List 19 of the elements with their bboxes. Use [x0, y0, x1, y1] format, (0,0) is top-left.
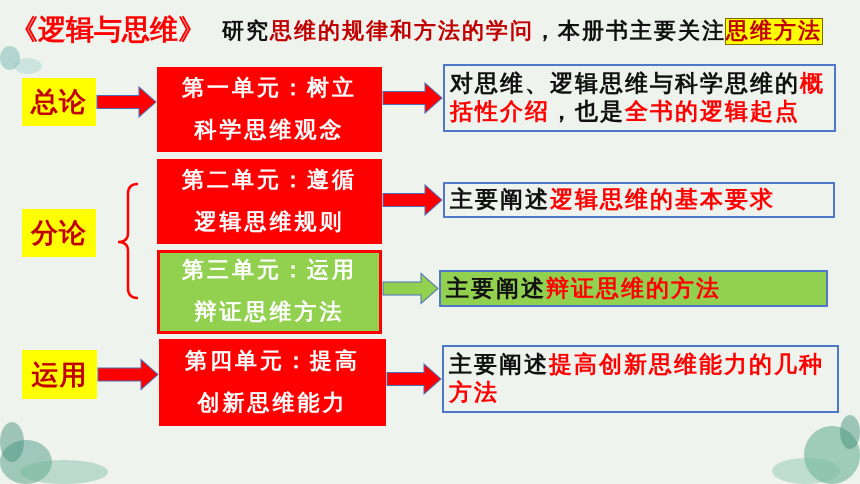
description-box: 对思维、逻辑思维与科学思维的概括性介绍，也是全书的逻辑起点: [443, 64, 836, 132]
block-arrow: [96, 86, 157, 118]
description-box: 主要阐述提高创新思维能力的几种方法: [442, 345, 839, 413]
block-arrow: [386, 362, 442, 396]
description-box: 主要阐述逻辑思维的基本要求: [443, 182, 835, 218]
unit-box: 第三单元：运用辩证思维方法: [157, 250, 382, 334]
block-arrow: [382, 184, 443, 216]
label-box: 分论: [22, 209, 96, 257]
unit-box: 第四单元：提高创新思维能力: [159, 339, 386, 426]
title: 《逻辑与思维》: [10, 13, 206, 47]
description-box: 主要阐述辩证思维的方法: [439, 270, 828, 307]
block-arrow: [382, 82, 443, 114]
label-box: 总论: [22, 78, 96, 126]
block-arrow: [98, 358, 159, 391]
label-box: 运用: [22, 350, 97, 399]
subtitle-text: 研究思维的规律和方法的学问，本册书主要关注思维方法: [222, 18, 822, 46]
unit-box: 第一单元：树立科学思维观念: [157, 67, 382, 152]
unit-box: 第二单元：遵循逻辑思维规则: [157, 159, 382, 244]
block-arrow: [382, 272, 439, 305]
